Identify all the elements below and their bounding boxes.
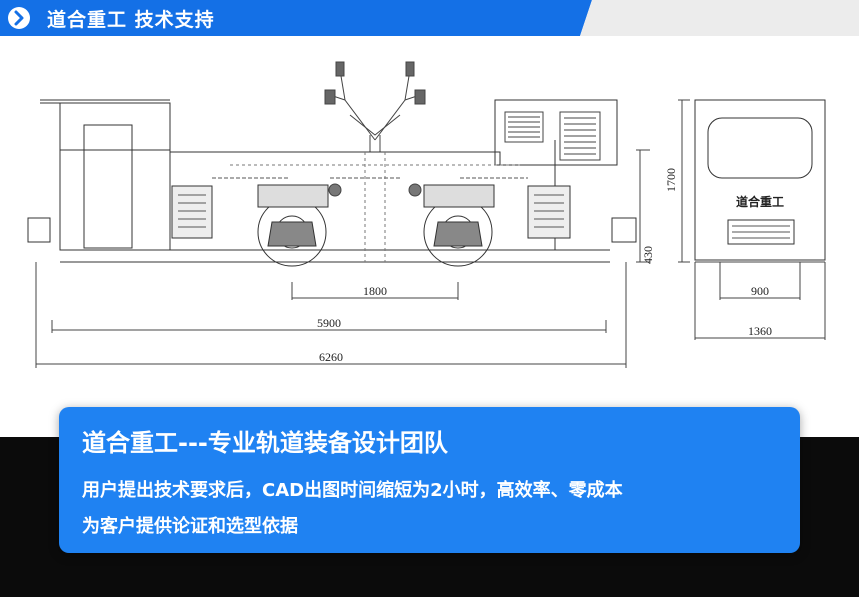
info-card: 道合重工---专业轨道装备设计团队 用户提出技术要求后，CAD出图时间缩短为2小… [59, 407, 800, 553]
card-line-2: 为客户提供论证和选型依据 [82, 516, 298, 537]
end-view [678, 99, 826, 340]
card-line-1: 用户提出技术要求后，CAD出图时间缩短为2小时，高效率、零成本 [82, 480, 623, 501]
locomotive-drawing: 1800 5900 6260 900 1360 1700 430 道合重工 [27, 61, 826, 368]
dim-overall-length: 6260 [319, 350, 343, 364]
dim-width: 1360 [748, 324, 772, 338]
wheel-left [257, 184, 329, 267]
motor-right [527, 185, 571, 239]
end-view-label: 道合重工 [736, 194, 784, 209]
dim-wheelbase: 1800 [363, 284, 387, 298]
chevron-right-circle-icon [8, 7, 30, 29]
header-bar: 道合重工 技术支持 [0, 0, 859, 36]
header-gray-bar [580, 0, 859, 36]
dim-axle-height: 430 [641, 246, 655, 264]
header-blue-bar [0, 0, 592, 36]
card-heading: 道合重工---专业轨道装备设计团队 [82, 429, 448, 457]
pantograph [324, 61, 426, 152]
wheel-right [423, 184, 495, 267]
dimension-lines [35, 149, 650, 368]
dim-height: 1700 [664, 168, 678, 192]
motor-left [171, 185, 213, 239]
dim-gauge: 900 [751, 284, 769, 298]
dim-frame-length: 5900 [317, 316, 341, 330]
header-title: 道合重工 技术支持 [47, 9, 215, 31]
